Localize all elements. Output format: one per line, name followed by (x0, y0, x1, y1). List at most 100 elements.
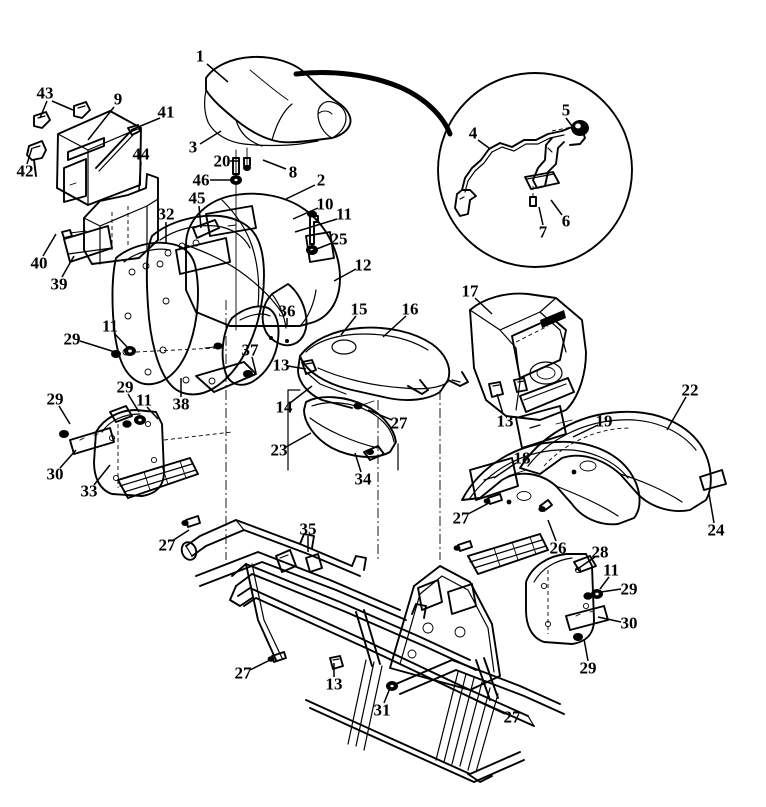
callout-number-42: 42 (16, 161, 34, 181)
leader-line-3 (199, 130, 222, 145)
leader-line-25 (308, 242, 333, 253)
leader-line-45 (198, 205, 202, 229)
callout-number-34: 34 (354, 469, 372, 489)
leader-line-29 (600, 588, 622, 593)
leader-line-27 (171, 529, 190, 542)
leader-line-28 (575, 556, 596, 571)
callout-number-5: 5 (561, 100, 571, 120)
callout-number-25: 25 (330, 229, 348, 249)
leader-line-23 (285, 432, 312, 448)
detail-inset-circle (437, 72, 633, 268)
leader-line-30 (59, 449, 77, 469)
callout-number-46: 46 (192, 170, 210, 190)
leader-line-31 (383, 687, 391, 704)
callout-number-31: 31 (373, 700, 391, 720)
leader-line-13 (496, 393, 504, 415)
leader-line-2 (285, 184, 316, 200)
leader-line-27 (367, 409, 393, 421)
leader-line-17 (474, 297, 493, 315)
part-airbox-assembly (26, 101, 159, 265)
callout-number-11: 11 (602, 560, 620, 580)
callout-number-29: 29 (116, 377, 134, 397)
leader-line-11 (146, 406, 159, 420)
leader-line-16 (382, 315, 407, 338)
callout-number-38: 38 (172, 394, 190, 414)
callout-number-13: 13 (496, 411, 514, 431)
part-main-frame (180, 519, 565, 783)
leader-line-33 (93, 464, 111, 486)
callout-number-22: 22 (681, 380, 699, 400)
part-rear-fender (185, 147, 341, 347)
callout-number-6: 6 (561, 211, 571, 231)
callout-number-3: 3 (188, 137, 198, 157)
leader-line-11 (294, 218, 338, 233)
leader-line-22 (666, 396, 687, 431)
leader-line-24 (708, 493, 715, 524)
callout-number-9: 9 (113, 89, 123, 109)
leader-line-18 (493, 462, 517, 479)
leader-line-6 (550, 199, 563, 216)
leader-line-26 (547, 519, 557, 542)
callout-number-40: 40 (30, 253, 48, 273)
callout-number-29: 29 (46, 389, 64, 409)
callout-number-37: 37 (241, 340, 259, 360)
callout-number-24: 24 (707, 520, 725, 540)
leader-line-7 (538, 206, 544, 226)
callout-number-17: 17 (461, 281, 479, 301)
callout-number-16: 16 (401, 299, 419, 319)
leader-line-27 (474, 699, 506, 715)
part-tank-cover (287, 326, 504, 560)
callout-number-18: 18 (513, 448, 531, 468)
callout-number-1: 1 (195, 46, 205, 66)
callout-number-13: 13 (325, 674, 343, 694)
leader-line-29 (127, 393, 140, 413)
callout-number-27: 27 (390, 413, 408, 433)
leader-line-29 (583, 638, 589, 662)
leader-line-14 (289, 385, 313, 404)
part-front-fender-outer (519, 410, 727, 512)
leader-line-13 (287, 365, 307, 370)
callout-number-27: 27 (234, 663, 252, 683)
leader-line-19 (572, 424, 599, 438)
leader-line-8 (262, 159, 287, 170)
part-mudflaps (111, 214, 280, 560)
callout-number-7: 7 (538, 222, 548, 242)
callout-number-11: 11 (135, 390, 153, 410)
leader-line-12 (333, 268, 357, 282)
leader-line-27 (467, 502, 490, 515)
callout-number-14: 14 (275, 397, 293, 417)
callout-number-30: 30 (46, 464, 64, 484)
callout-number-29: 29 (620, 579, 638, 599)
callout-number-27: 27 (503, 707, 521, 727)
callout-number-23: 23 (270, 440, 288, 460)
leader-line-15 (340, 315, 357, 336)
leader-line-41 (130, 117, 161, 131)
leader-line-39 (61, 255, 75, 278)
callout-number-43: 43 (36, 83, 54, 103)
leader-line-10 (292, 207, 319, 220)
part-right-guard (525, 553, 609, 645)
leader-lines (26, 63, 715, 715)
leader-line-34 (354, 452, 362, 473)
leader-line-9 (87, 106, 115, 141)
part-front-console (469, 292, 587, 421)
callout-number-26: 26 (549, 538, 567, 558)
callout-number-35: 35 (299, 519, 317, 539)
callout-number-28: 28 (591, 542, 609, 562)
leader-line-37 (251, 356, 257, 374)
leader-line-29 (79, 340, 116, 353)
leader-line-29 (58, 405, 71, 425)
callout-number-27: 27 (452, 508, 470, 528)
callout-number-45: 45 (188, 188, 206, 208)
leader-line-42 (26, 147, 33, 165)
callout-number-10: 10 (316, 194, 334, 214)
leader-line-40 (42, 233, 57, 257)
leader-line-11 (599, 576, 610, 590)
leader-line-43 (51, 100, 74, 111)
part-seat (204, 56, 352, 147)
callout-number-20: 20 (213, 151, 231, 171)
callout-number-44: 44 (132, 144, 150, 164)
callout-number-29: 29 (579, 658, 597, 678)
